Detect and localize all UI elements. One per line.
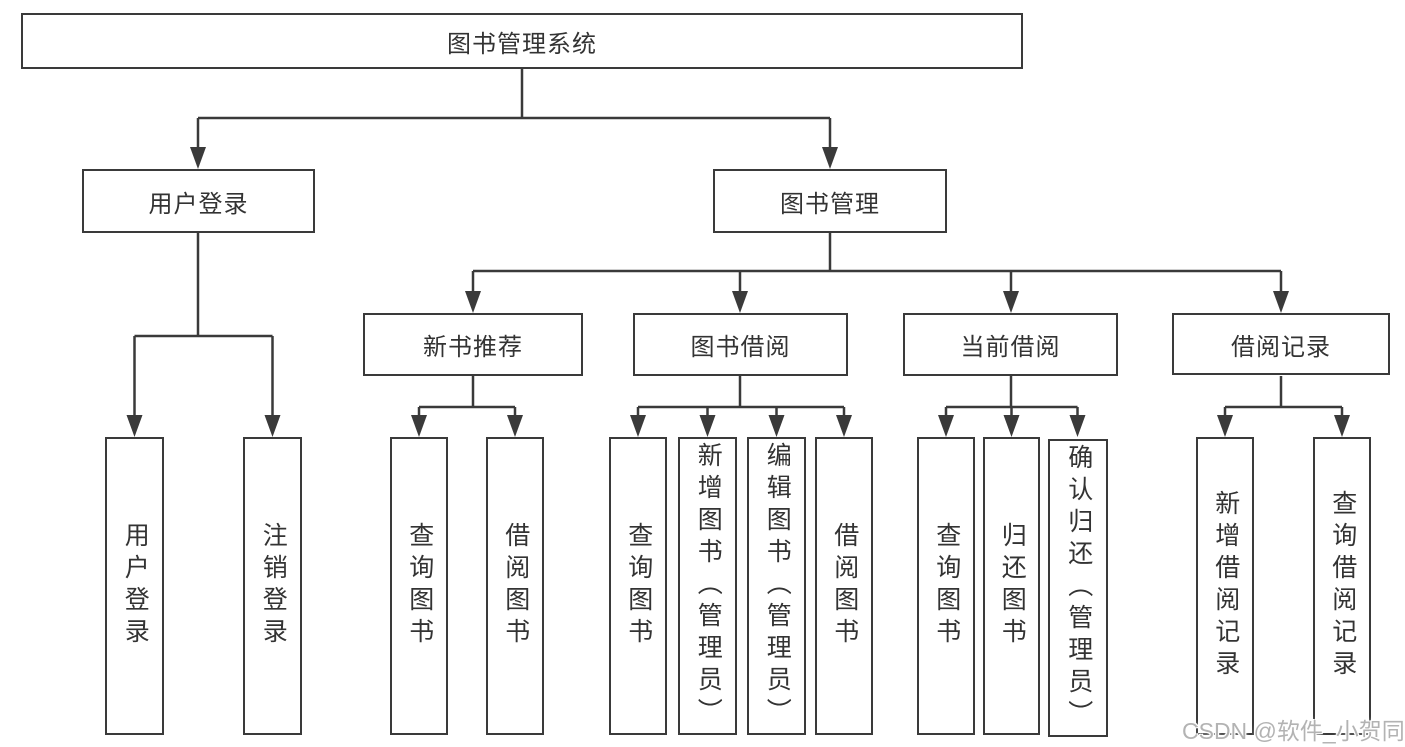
arrow-icon — [1003, 291, 1019, 313]
arrow-icon — [465, 291, 481, 313]
node-user-login-leaf: 用户登录 — [105, 437, 164, 735]
node-borrow-books-1: 借阅图书 — [486, 437, 544, 735]
arrow-icon — [1003, 415, 1020, 437]
csdn-watermark: CSDN @软件_小贺同学 — [1182, 718, 1405, 744]
connector-book-borrow-to-children — [636, 376, 846, 419]
node-library-management-system: 图书管理系统 — [21, 13, 1023, 69]
node-book-borrowing: 图书借阅 — [633, 313, 848, 376]
node-add-borrow-record: 新增借阅记录 — [1196, 437, 1254, 735]
node-label: 图书借阅 — [690, 334, 791, 361]
arrow-icon — [264, 415, 281, 437]
arrow-icon — [1217, 415, 1233, 437]
node-label: 用户登录 — [148, 190, 249, 218]
node-query-borrow-record: 查询借阅记录 — [1313, 437, 1371, 735]
connector-cur-borrow-to-children — [944, 376, 1079, 419]
arrowheads — [126, 147, 1350, 437]
arrow-icon — [768, 415, 785, 437]
node-label: 新增图书（管理员） — [694, 442, 723, 730]
arrow-icon — [630, 415, 646, 437]
node-query-books-2: 查询图书 — [609, 437, 667, 735]
arrow-icon — [411, 415, 427, 437]
node-borrow-books-2: 借阅图书 — [815, 437, 873, 735]
node-label: 查询图书 — [405, 522, 434, 650]
arrow-icon — [1069, 415, 1086, 437]
arrow-icon — [1273, 291, 1289, 313]
node-confirm-return-admin: 确认归还（管理员） — [1048, 439, 1108, 737]
arrow-icon — [126, 415, 143, 437]
arrow-icon — [822, 147, 838, 169]
node-logout-leaf: 注销登录 — [243, 437, 302, 735]
arrow-icon — [507, 415, 523, 437]
node-label: 借阅记录 — [1231, 333, 1331, 361]
node-label: 查询图书 — [624, 522, 653, 650]
arrow-icon — [190, 147, 206, 169]
arrow-icon — [699, 415, 716, 437]
node-label: 图书管理 — [780, 190, 880, 218]
node-book-management-branch: 图书管理 — [713, 169, 947, 233]
node-add-books-admin: 新增图书（管理员） — [678, 437, 737, 735]
tree-connectors — [133, 68, 1344, 419]
arrow-icon — [938, 415, 954, 437]
node-label: 编辑图书（管理员） — [763, 442, 792, 730]
node-label: 新增借阅记录 — [1211, 490, 1240, 682]
connector-user-login-to-children — [133, 232, 274, 419]
node-query-books-3: 查询图书 — [917, 437, 975, 735]
node-query-books-1: 查询图书 — [390, 437, 448, 735]
connector-records-to-children — [1223, 376, 1344, 419]
arrow-icon — [836, 415, 852, 437]
node-current-borrowing: 当前借阅 — [903, 313, 1118, 376]
node-label: 图书管理系统 — [447, 30, 597, 58]
node-label: 借阅图书 — [830, 522, 859, 650]
node-label: 归还图书 — [998, 522, 1027, 650]
node-user-login-branch: 用户登录 — [82, 169, 315, 233]
connector-root-to-level2 — [196, 68, 832, 151]
connector-new-rec-to-children — [417, 376, 517, 419]
arrow-icon — [1334, 415, 1350, 437]
node-edit-books-admin: 编辑图书（管理员） — [747, 437, 806, 735]
node-label: 查询借阅记录 — [1328, 490, 1357, 682]
node-label: 用户登录 — [121, 522, 150, 650]
node-label: 当前借阅 — [960, 334, 1061, 361]
node-borrowing-records: 借阅记录 — [1172, 313, 1390, 375]
node-return-books: 归还图书 — [983, 437, 1040, 735]
connector-book-mgmt-to-level3 — [471, 232, 1283, 295]
node-label: 新书推荐 — [423, 334, 523, 361]
node-label: 查询图书 — [932, 522, 961, 650]
node-label: 确认归还（管理员） — [1064, 444, 1093, 732]
node-label: 借阅图书 — [501, 522, 530, 650]
arrow-icon — [732, 291, 748, 313]
node-label: 注销登录 — [259, 522, 288, 650]
node-new-book-recommendation: 新书推荐 — [363, 313, 583, 376]
